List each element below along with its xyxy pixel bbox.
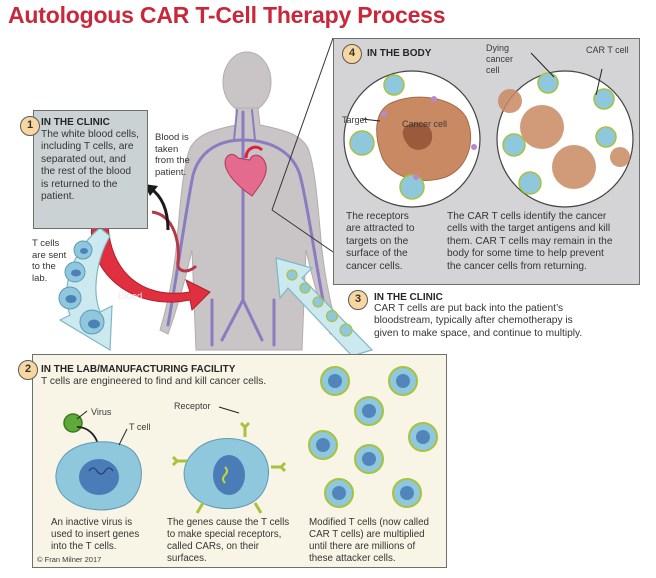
step-2-badge: 2 (18, 360, 38, 380)
car-t-cell-icon (502, 133, 526, 157)
car-t-cell-icon (339, 323, 353, 337)
receptor-icon (171, 421, 287, 514)
heart-icon (224, 145, 267, 197)
car-t-cell-icon (593, 88, 615, 110)
car-t-cell-icon (299, 282, 311, 294)
target-label: Target (342, 115, 368, 125)
car-t-cell-icon (286, 269, 298, 281)
cancer-cell-label: Cancer cell (402, 119, 448, 129)
step-1-badge: 1 (20, 116, 40, 136)
step-4-left-caption: The receptors are attracted to targets o… (346, 211, 415, 272)
car-t-cell-icon (325, 309, 339, 323)
step-2-panel-lab-manufacturing: IN THE LAB/MANUFACTURING FACILITY T cell… (32, 354, 447, 568)
target-antigen-icon (381, 111, 387, 117)
step-3-badge: 3 (348, 290, 368, 310)
stage-2-caption: The genes cause the T cells to make spec… (167, 517, 290, 564)
step-4-heading: IN THE BODY (367, 48, 432, 59)
step-4-badge: 4 (342, 44, 362, 64)
step-3-in-the-clinic: IN THE CLINIC CAR T cells are put back i… (374, 292, 582, 340)
step-1-panel-in-the-clinic: IN THE CLINIC The white blood cells, inc… (33, 110, 148, 229)
receptor-label: Receptor (174, 401, 211, 411)
car-t-cell-icon (349, 130, 375, 156)
lab-illustrations (55, 366, 438, 514)
diagram-title: Autologous CAR T-Cell Therapy Process (8, 2, 446, 28)
blood-arrow-label: Blood (118, 291, 143, 302)
car-t-cell-icon (399, 174, 425, 200)
blood-taken-annotation: Blood is taken from the patient. (155, 132, 190, 178)
dying-cancer-cell-label: Dying cancer cell (486, 43, 514, 75)
dying-cancer-cell-icon (498, 89, 630, 189)
car-t-cell-icon (595, 126, 617, 148)
car-t-cell-label: CAR T cell (586, 45, 629, 55)
copyright-credit: © Fran Milner 2017 (37, 555, 102, 564)
step-3-description: CAR T cells are put back into the patien… (374, 303, 583, 339)
step-2-heading: IN THE LAB/MANUFACTURING FACILITY (41, 364, 236, 375)
step-2-subtitle: T cells are engineered to find and kill … (41, 376, 267, 387)
t-cells-sent-annotation: T cells are sent to the lab. (32, 238, 67, 284)
t-cell-label: T cell (129, 422, 151, 432)
step-1-heading: IN THE CLINIC (41, 117, 110, 128)
killing-magnified-view (361, 52, 634, 208)
stage-3-caption: Modified T cells (now called CAR T cells… (309, 517, 429, 564)
car-t-cell-icon (537, 72, 559, 94)
step-4-right-caption: The CAR T cells identify the cancer cell… (447, 211, 613, 272)
stage-1-caption: An inactive virus is used to insert gene… (51, 517, 140, 552)
step-4-panel-in-the-body: IN THE BODY Target Cancer ce (333, 38, 640, 285)
virus-label: Virus (91, 407, 112, 417)
targeting-magnified-view (343, 70, 481, 208)
car-t-cell-icon (518, 171, 542, 195)
step-1-description: The white blood cells, including T cells… (41, 129, 139, 203)
car-t-cell-icon (312, 296, 324, 308)
step-3-heading: IN THE CLINIC (374, 292, 443, 303)
car-t-cell-icon (383, 74, 405, 96)
